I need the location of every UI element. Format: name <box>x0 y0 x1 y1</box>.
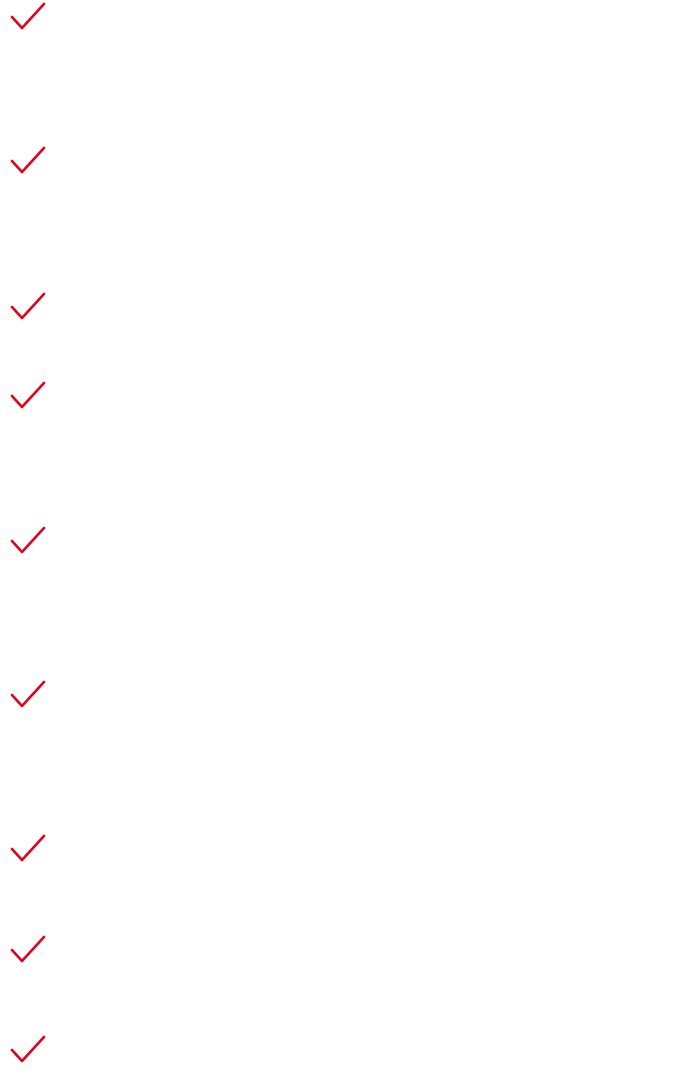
checkmark-item <box>10 526 50 560</box>
checkmark-item <box>10 680 50 714</box>
checkmark-icon <box>10 834 46 862</box>
checkmark-item <box>10 2 50 36</box>
checkmark-icon <box>10 381 46 409</box>
checkmark-item <box>10 292 50 326</box>
checkmark-icon <box>10 680 46 708</box>
checkmark-item <box>10 146 50 180</box>
checkmark-icon <box>10 292 46 320</box>
checkmark-item <box>10 834 50 868</box>
checkmark-icon <box>10 1035 46 1063</box>
checkmark-item <box>10 1035 50 1069</box>
checkmark-item <box>10 381 50 415</box>
checkmark-icon <box>10 2 46 30</box>
checkmark-icon <box>10 146 46 174</box>
checkmark-item <box>10 935 50 969</box>
checkmark-icon <box>10 526 46 554</box>
checkmark-icon <box>10 935 46 963</box>
